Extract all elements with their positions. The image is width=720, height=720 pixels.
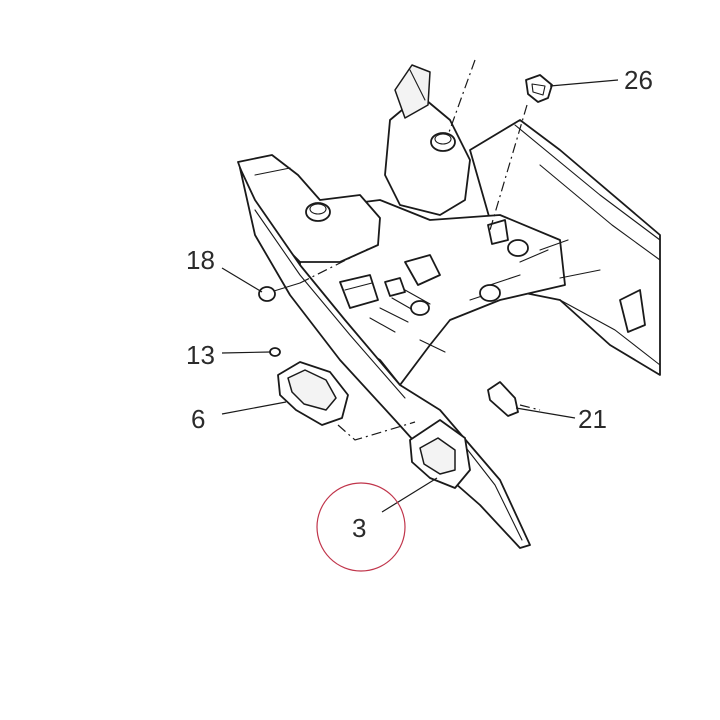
callout-26: 26 bbox=[624, 65, 653, 95]
part-18-pin bbox=[258, 282, 301, 302]
part-6-pad bbox=[277, 361, 349, 426]
callout-13: 13 bbox=[186, 340, 215, 370]
part-26-clip bbox=[525, 74, 553, 103]
part-21-clip bbox=[487, 381, 519, 417]
part-3-end-cap bbox=[409, 419, 471, 489]
callout-21: 21 bbox=[578, 404, 607, 434]
callout-18: 18 bbox=[186, 245, 215, 275]
upper-tower bbox=[384, 94, 471, 216]
callout-3: 3 bbox=[352, 513, 366, 543]
part-13-screw bbox=[269, 347, 281, 357]
leader-lines bbox=[221, 79, 619, 513]
assembly-axes bbox=[299, 59, 541, 441]
callout-6: 6 bbox=[191, 404, 205, 434]
highlight-circle bbox=[316, 482, 406, 572]
